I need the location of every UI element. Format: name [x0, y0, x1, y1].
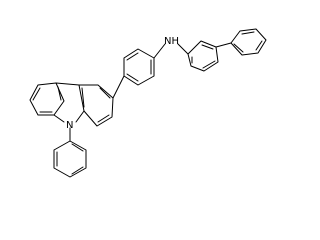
- carbazole-phenyl-bond: [112, 75, 125, 99]
- carbazole-right-ring: [78, 84, 114, 127]
- carbazole-n-label: N: [66, 120, 73, 131]
- biphenyl-outer-ring: [230, 28, 267, 56]
- biphenyl-inner-ring: [187, 40, 219, 72]
- n-phenyl-ring: [53, 140, 87, 178]
- molecule-structure: NH N: [29, 28, 267, 178]
- carbazole-left-ring: [29, 82, 65, 116]
- carbazole-pyrrole-ring: [53, 82, 85, 123]
- amine-n-label: NH: [164, 36, 179, 47]
- central-phenylene-ring: [123, 48, 155, 86]
- amine-biphenyl-bond: [177, 43, 189, 55]
- phenyl-amine-bond: [153, 43, 166, 59]
- biphenyl-link-bond: [215, 42, 232, 48]
